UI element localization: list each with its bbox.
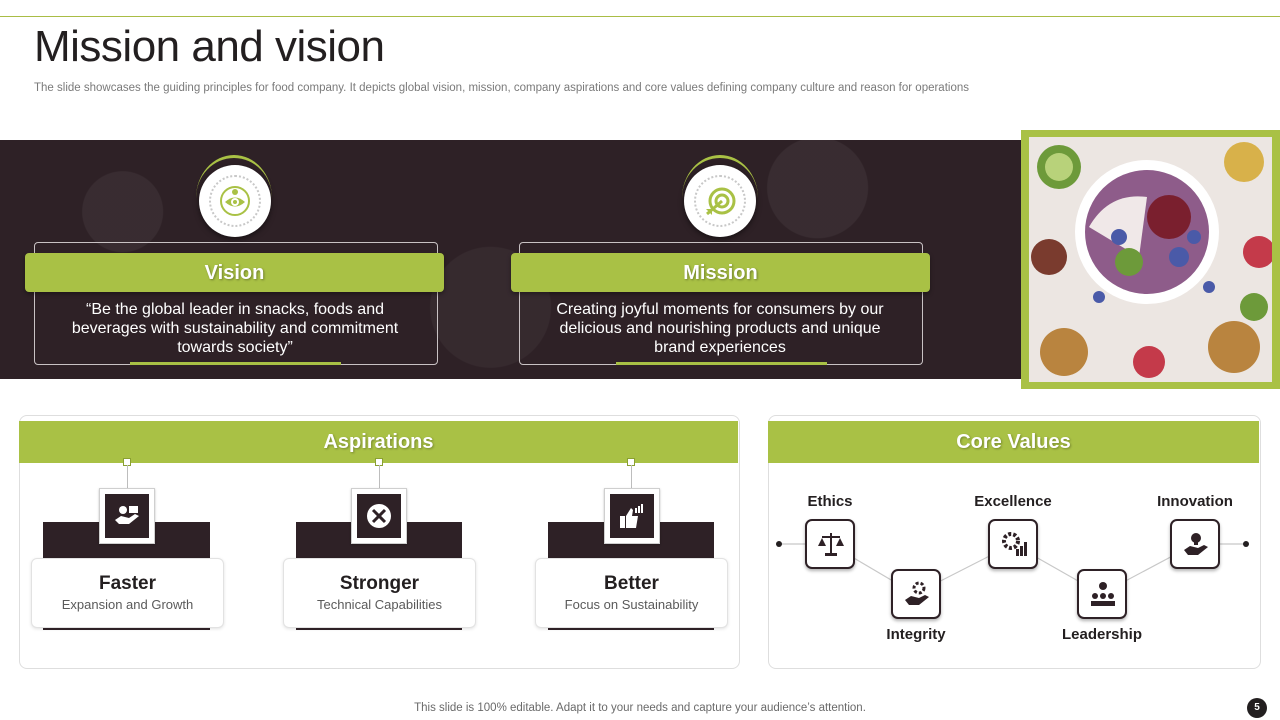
slide-subtitle: The slide showcases the guiding principl…: [34, 82, 969, 94]
core-value-box: [988, 519, 1038, 569]
connector-line: [379, 465, 380, 488]
food-photo: [1029, 137, 1272, 382]
core-values-title: Core Values: [768, 421, 1259, 463]
vision-label: Vision: [25, 253, 444, 292]
aspiration-underline: [548, 628, 714, 630]
core-value-label-leadership: Leadership: [1061, 626, 1143, 643]
aspiration-heading: Faster: [98, 573, 157, 594]
aspiration-heading: Stronger: [339, 573, 420, 594]
aspiration-card-faster: Faster Expansion and Growth: [31, 558, 224, 628]
gear-chart-icon: [1002, 532, 1027, 556]
core-value-box: [891, 569, 941, 619]
aspiration-underline: [296, 628, 462, 630]
connector-line: [127, 465, 128, 488]
mission-label: Mission: [511, 253, 930, 292]
core-value-label-integrity: Integrity: [886, 626, 946, 643]
tools-gear-icon: [367, 504, 391, 528]
mission-icon-circle: [684, 165, 756, 237]
aspirations-title: Aspirations: [19, 421, 738, 463]
vision-underline: [130, 362, 341, 365]
footer-note: This slide is 100% editable. Adapt it to…: [414, 702, 866, 714]
hand-bulb-icon: [1184, 533, 1208, 555]
connector-dot: [1243, 541, 1249, 547]
core-value-label-innovation: Innovation: [1157, 493, 1233, 510]
mission-underline: [616, 362, 827, 365]
aspiration-subtext: Expansion and Growth: [61, 597, 194, 612]
core-value-box: [1170, 519, 1220, 569]
scales-icon: [818, 533, 844, 556]
connector-line: [631, 465, 632, 488]
core-value-box: [1077, 569, 1127, 619]
vision-icon-circle: [199, 165, 271, 237]
aspiration-heading: Better: [604, 573, 659, 594]
connector-dot: [776, 541, 782, 547]
core-value-box: [805, 519, 855, 569]
hand-gear-icon: [905, 581, 929, 605]
aspiration-underline: [43, 628, 210, 630]
mission-text: Creating joyful moments for consumers by…: [556, 301, 884, 356]
aspiration-subtext: Technical Capabilities: [316, 597, 442, 612]
aspiration-card-stronger: Stronger Technical Capabilities: [283, 558, 476, 628]
top-divider: [0, 16, 1280, 17]
aspiration-icon-box: [99, 488, 155, 544]
aspiration-subtext: Focus on Sustainability: [564, 597, 699, 612]
vision-arc: [196, 155, 272, 198]
aspiration-icon-box: [351, 488, 407, 544]
thumbs-up-chart-icon: [620, 504, 643, 528]
aspiration-icon-box: [604, 488, 660, 544]
mission-arc: [682, 155, 758, 198]
slide-title: Mission and vision: [34, 22, 385, 71]
core-value-label-ethics: Ethics: [807, 493, 853, 510]
eye-target-icon: [220, 186, 250, 216]
hand-money-icon: [115, 506, 139, 524]
aspiration-card-better: Better Focus on Sustainability: [535, 558, 728, 628]
core-value-label-excellence: Excellence: [974, 493, 1052, 510]
page-number: 5: [1247, 698, 1267, 718]
team-leader-icon: [1091, 582, 1115, 606]
food-photo-frame: [1021, 130, 1280, 389]
vision-text: “Be the global leader in snacks, foods a…: [71, 301, 399, 356]
arrow-target-icon: [706, 187, 736, 216]
